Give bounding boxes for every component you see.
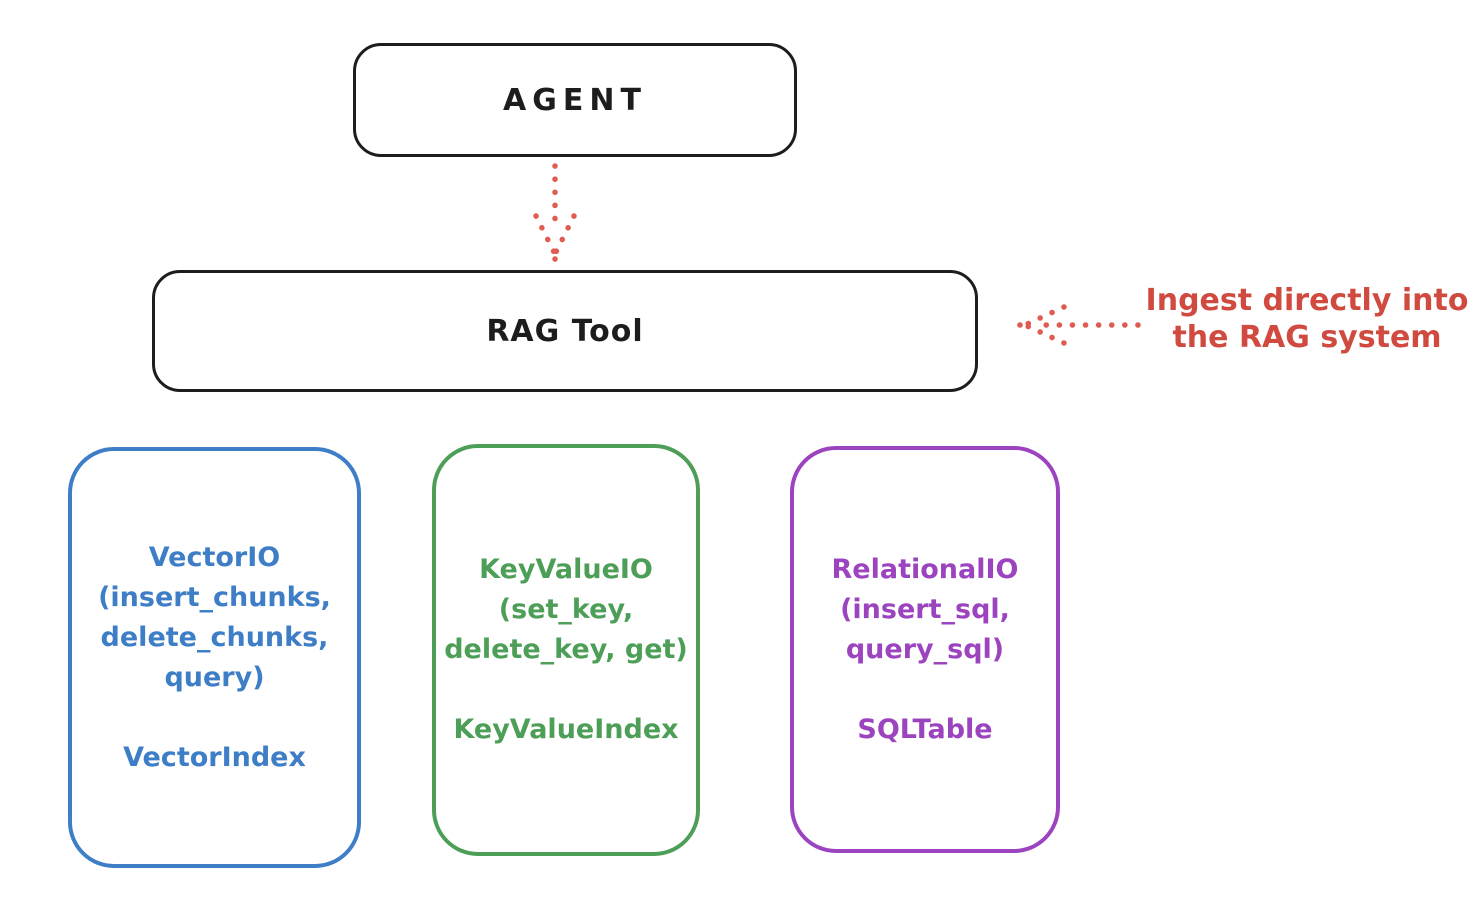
relational-backend-node: RelationalIO (insert_sql, query_sql) SQL… <box>790 446 1060 853</box>
vector-backend-node: VectorIO (insert_chunks, delete_chunks, … <box>68 447 361 868</box>
ingest-annotation: Ingest directly into the RAG system <box>1130 282 1484 356</box>
relational-io-methods-line2: query_sql) <box>845 633 1005 665</box>
agent-node: AGENT <box>353 43 797 157</box>
down-dotted-arrow-icon <box>533 163 577 262</box>
keyvalue-io-methods-line1: (set_key, <box>498 594 634 625</box>
keyvalue-index-label: KeyValueIndex <box>453 714 679 745</box>
left-dotted-arrow-icon <box>1017 304 1141 346</box>
ingest-annotation-line2: the RAG system <box>1172 320 1442 355</box>
vector-io-methods-line3: query) <box>164 661 265 693</box>
vector-io-methods-line2: delete_chunks, <box>100 621 329 653</box>
keyvalue-io-methods-line2: delete_key, get) <box>444 634 688 665</box>
vector-index-label: VectorIndex <box>123 741 306 773</box>
vector-io-methods-line1: (insert_chunks, <box>98 581 331 613</box>
agent-label: AGENT <box>503 82 647 118</box>
rag-tool-label: RAG Tool <box>486 313 644 349</box>
ingest-annotation-line1: Ingest directly into <box>1145 283 1469 318</box>
relational-io-title: RelationalIO <box>831 553 1019 585</box>
keyvalue-backend-node: KeyValueIO (set_key, delete_key, get) Ke… <box>432 444 700 856</box>
relational-io-methods-line1: (insert_sql, <box>840 593 1010 625</box>
rag-tool-node: RAG Tool <box>152 270 978 392</box>
vector-io-title: VectorIO <box>148 541 281 573</box>
sql-table-label: SQLTable <box>857 713 993 745</box>
keyvalue-io-title: KeyValueIO <box>479 554 653 585</box>
